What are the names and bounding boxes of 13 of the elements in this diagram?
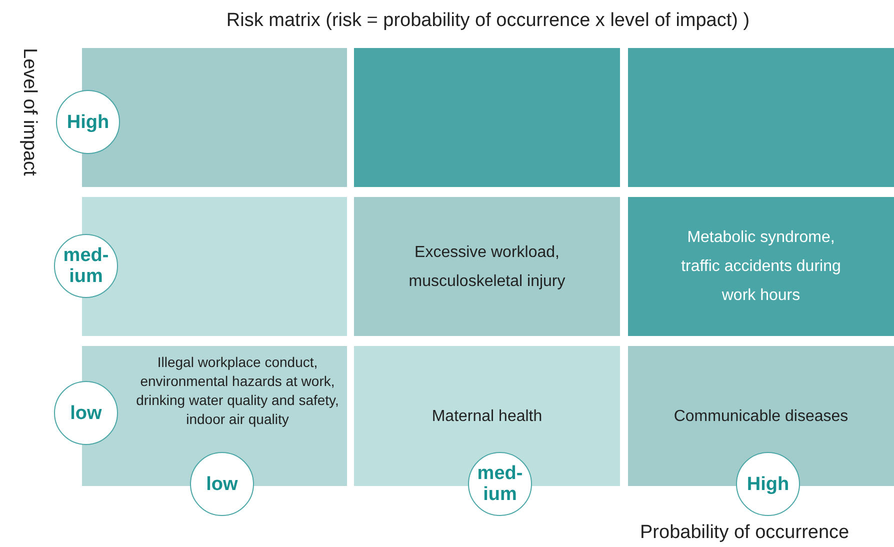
axis-label: Level of impact [18, 48, 40, 176]
risk-cell: Metabolic syndrome, traffic accidents during work hours [628, 197, 894, 336]
risk-cell [628, 48, 894, 187]
axis-label: Probability of occurrence [640, 522, 850, 544]
rating-circle: High [56, 90, 120, 154]
rating-circle: low [54, 381, 118, 445]
risk-cell: Excessive workload, musculoskeletal injury [354, 197, 620, 336]
rating-circle: High [736, 452, 800, 516]
rating-circle: low [190, 452, 254, 516]
chart-title: Risk matrix (risk = probability of occurrence x level of impact) ) [225, 10, 751, 32]
risk-cell [354, 48, 620, 187]
rating-circle: med-ium [54, 234, 118, 298]
rating-circle: med-ium [468, 452, 532, 516]
